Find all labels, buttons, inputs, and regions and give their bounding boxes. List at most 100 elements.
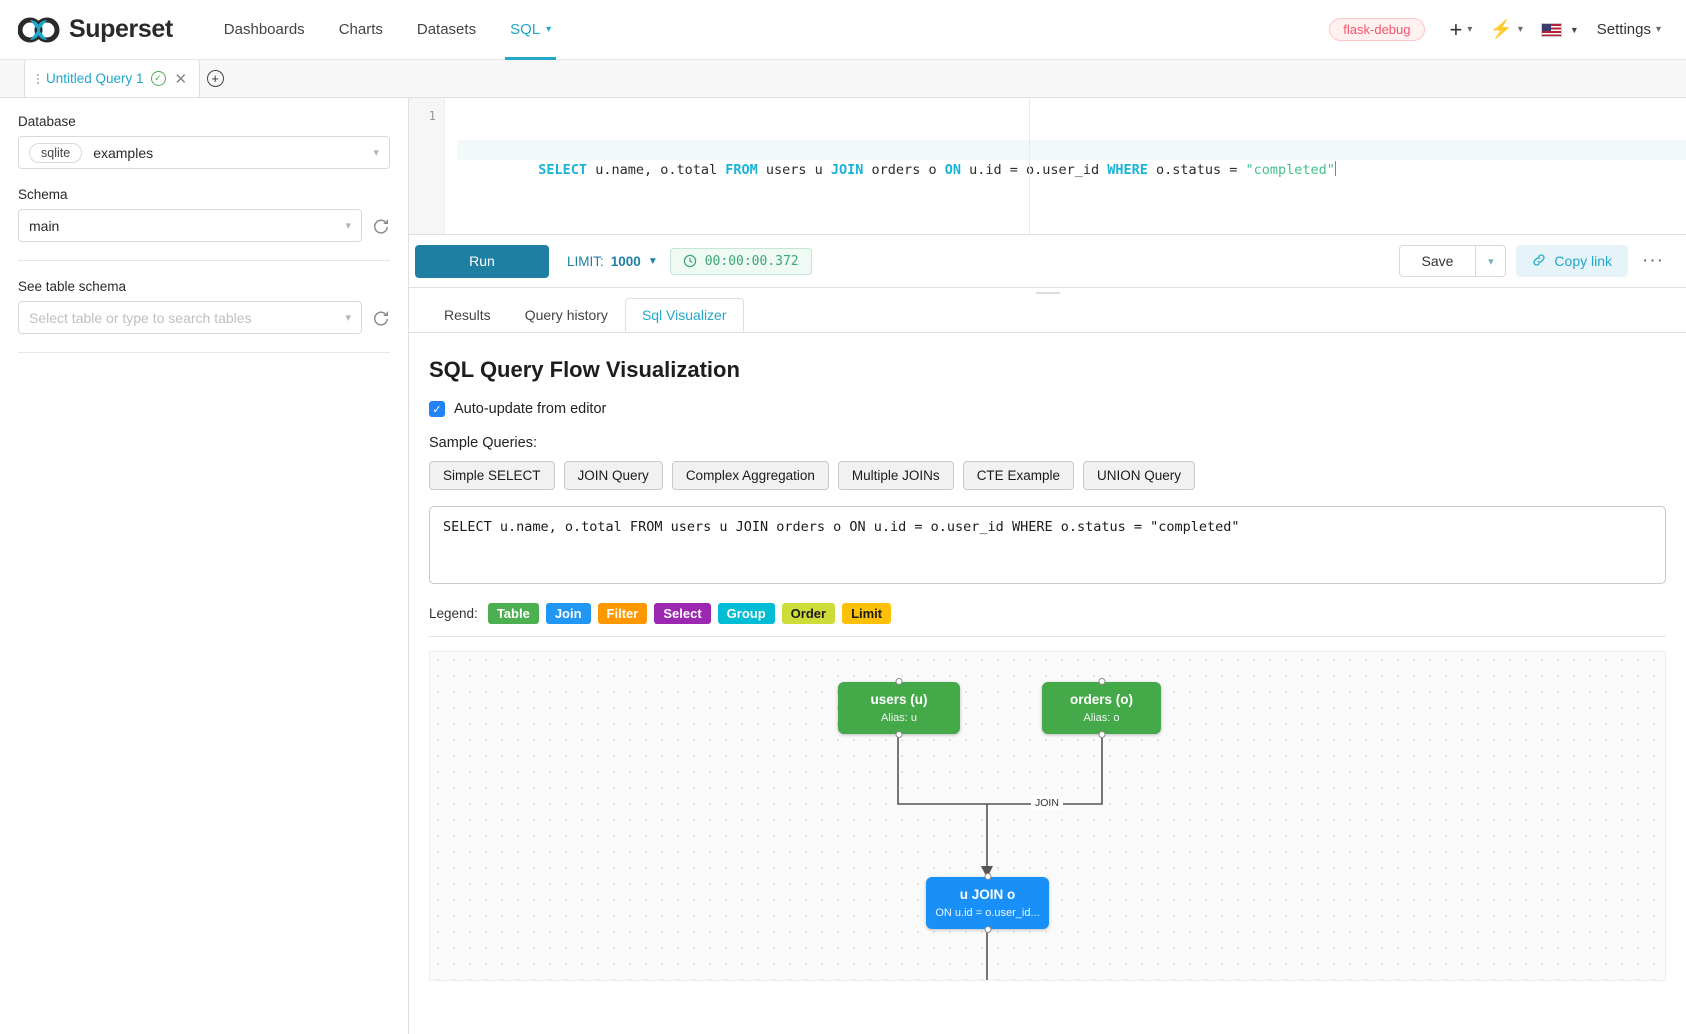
refresh-tables-icon[interactable] <box>372 309 390 327</box>
chevron-down-icon: ▾ <box>345 220 351 232</box>
sql-token-cols: u.name, o.total <box>587 162 726 178</box>
database-engine-pill: sqlite <box>29 142 83 163</box>
nav-link-sql[interactable]: SQL ▾ <box>493 0 568 60</box>
refresh-schema-icon[interactable] <box>372 217 390 235</box>
legend-chip-limit: Limit <box>842 603 892 624</box>
chevron-down-icon: ▾ <box>1488 255 1494 268</box>
sample-button-cte-example[interactable]: CTE Example <box>962 461 1074 490</box>
sample-button-multiple-joins[interactable]: Multiple JOINs <box>837 461 954 490</box>
save-dropdown-button[interactable]: ▾ <box>1476 245 1507 277</box>
body-split: Database sqlite examples ▾ Schema main ▾… <box>0 98 1686 1034</box>
flow-node-title: users (u) <box>870 692 928 707</box>
chevron-down-icon: ▾ <box>373 147 379 159</box>
flow-node-subtitle: Alias: u <box>880 712 918 724</box>
left-panel-divider-2 <box>18 352 390 353</box>
nav-link-sql-label: SQL <box>510 21 541 38</box>
bolt-menu-button[interactable]: ⚡ ▾ <box>1483 14 1529 45</box>
node-port-top <box>1098 678 1105 685</box>
caret-down-icon: ▼ <box>647 255 658 267</box>
limit-label: LIMIT: <box>567 253 604 269</box>
flow-node-join[interactable]: u JOIN o ON u.id = o.user_id... <box>926 873 1049 933</box>
status-check-icon: ✓ <box>150 71 166 86</box>
add-query-tab-button[interactable]: + <box>200 59 230 97</box>
legend-chip-order: Order <box>781 603 836 624</box>
database-select[interactable]: sqlite examples ▾ <box>18 136 390 169</box>
sample-button-join-query[interactable]: JOIN Query <box>563 461 663 490</box>
caret-down-icon: ▼ <box>1569 24 1579 35</box>
flow-edge-label-join: JOIN <box>1031 796 1063 810</box>
sql-input-textarea[interactable] <box>429 506 1666 584</box>
database-row: sqlite examples ▾ <box>18 136 390 169</box>
flow-node-title: orders (o) <box>1069 692 1133 707</box>
node-port-bottom <box>1098 731 1105 738</box>
legend-chip-table: Table <box>487 603 539 624</box>
sql-token-join: JOIN <box>830 162 864 178</box>
table-search-select[interactable]: Select table or type to search tables ▾ <box>18 301 362 334</box>
limit-dropdown[interactable]: LIMIT: 1000 ▼ <box>567 254 658 269</box>
query-tab-untitled-query-1[interactable]: Untitled Query 1 ✓ ✕ <box>24 59 201 97</box>
chevron-down-icon: ▾ <box>546 24 552 35</box>
sql-token-oncond: u.id = o.user_id <box>960 162 1108 178</box>
brand-text: Superset <box>69 15 173 43</box>
sql-visualizer-panel: SQL Query Flow Visualization ✓ Auto-upda… <box>409 333 1686 1034</box>
schema-label: Schema <box>18 187 68 202</box>
panel-resize-handle[interactable] <box>409 288 1686 298</box>
result-tabs: Results Query history Sql Visualizer <box>409 298 1686 333</box>
new-item-button[interactable]: + ▾ <box>1443 16 1480 44</box>
sample-button-union-query[interactable]: UNION Query <box>1082 461 1195 490</box>
sql-token-select: SELECT <box>538 162 588 178</box>
close-tab-icon[interactable]: ✕ <box>174 70 188 88</box>
timer-value: 00:00:00.372 <box>704 253 799 269</box>
table-search-placeholder: Select table or type to search tables <box>29 309 252 326</box>
node-port-top <box>895 678 903 685</box>
schema-row: main ▾ <box>18 209 390 242</box>
tab-query-history[interactable]: Query history <box>524 307 608 323</box>
sample-button-simple-select[interactable]: Simple SELECT <box>429 461 555 490</box>
chevron-down-icon: ▾ <box>1517 24 1523 35</box>
sample-queries-row: Simple SELECT JOIN Query Complex Aggrega… <box>429 461 1666 490</box>
tab-sql-visualizer[interactable]: Sql Visualizer <box>624 298 744 332</box>
sql-token-where: WHERE <box>1107 162 1148 178</box>
superset-brand[interactable]: Superset <box>18 15 173 44</box>
flow-node-users[interactable]: users (u) Alias: u <box>838 678 960 738</box>
sql-token-users: users u <box>757 162 831 178</box>
nav-link-dashboards[interactable]: Dashboards <box>223 21 305 38</box>
save-button[interactable]: Save <box>1398 245 1477 277</box>
auto-update-row: ✓ Auto-update from editor <box>429 401 1666 417</box>
legend-label: Legend: <box>429 606 478 621</box>
schema-select[interactable]: main ▾ <box>18 209 362 242</box>
node-port-bottom <box>984 926 991 933</box>
superset-logo-icon <box>18 17 60 43</box>
database-value: examples <box>93 144 154 161</box>
sql-editor[interactable]: 1 SELECT u.name, o.total FROM users u JO… <box>409 98 1686 235</box>
legend-chip-filter: Filter <box>597 603 648 624</box>
flow-node-orders[interactable]: orders (o) Alias: o <box>1042 678 1161 738</box>
flow-node-title: u JOIN o <box>959 887 1016 902</box>
sample-button-complex-aggregation[interactable]: Complex Aggregation <box>671 461 829 490</box>
bolt-icon: ⚡ <box>1490 19 1513 39</box>
auto-update-checkbox[interactable]: ✓ <box>429 401 445 417</box>
clock-icon <box>683 254 697 268</box>
settings-menu[interactable]: Settings ▾ <box>1590 16 1668 43</box>
flow-edges <box>897 734 1103 980</box>
more-options-icon[interactable]: ··· <box>1642 250 1664 271</box>
copy-link-button[interactable]: Copy link <box>1516 245 1629 277</box>
language-selector[interactable]: ▼ <box>1534 18 1586 42</box>
auto-update-label: Auto-update from editor <box>454 401 607 417</box>
run-button[interactable]: Run <box>415 244 549 278</box>
navbar-right: flask-debug + ▾ ⚡ ▾ ▼ Settings ▾ <box>1329 14 1668 45</box>
legend-divider <box>429 636 1666 637</box>
sql-token-from: FROM <box>725 162 758 178</box>
nav-link-datasets[interactable]: Datasets <box>416 21 477 38</box>
tab-results[interactable]: Results <box>444 307 491 323</box>
query-flow-canvas[interactable]: users (u) Alias: u orders (o) Alias: o J… <box>429 651 1666 981</box>
nav-link-charts[interactable]: Charts <box>338 21 383 38</box>
editor-code-area[interactable]: SELECT u.name, o.total FROM users u JOIN… <box>445 98 1686 234</box>
chevron-down-icon: ▾ <box>1467 24 1473 35</box>
flow-node-subtitle: ON u.id = o.user_id... <box>935 907 1040 919</box>
drag-dots-icon <box>37 73 39 85</box>
left-panel-divider <box>18 260 390 261</box>
top-navbar: Superset Dashboards Charts Datasets SQL … <box>0 0 1686 60</box>
table-schema-row: Select table or type to search tables ▾ <box>18 301 390 334</box>
settings-label: Settings <box>1596 21 1651 38</box>
